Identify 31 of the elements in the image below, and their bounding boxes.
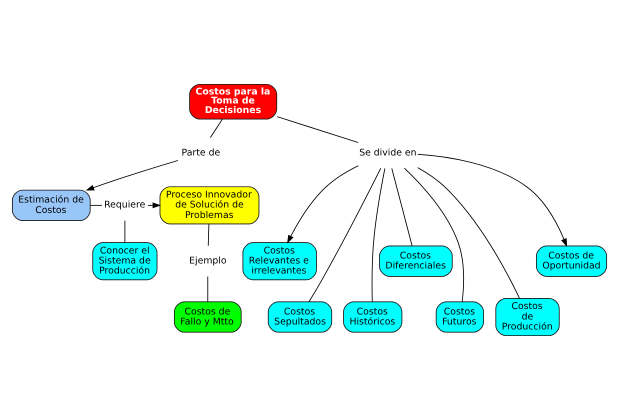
node-box: Conocer el Sistema de Producción bbox=[92, 242, 158, 280]
node-box: Costos Relevantes e irrelevantes bbox=[242, 242, 317, 280]
connector bbox=[276, 116, 359, 142]
node-box: Costos Futuros bbox=[436, 300, 484, 332]
node-text: Requiere bbox=[104, 199, 146, 210]
connector bbox=[404, 167, 464, 302]
connector bbox=[208, 223, 210, 246]
connector bbox=[124, 220, 126, 242]
connector bbox=[372, 168, 386, 302]
arrow bbox=[148, 202, 162, 208]
node-box: Costos Históricos bbox=[343, 300, 402, 332]
node-box: Costos Diferenciales bbox=[379, 245, 453, 276]
connector bbox=[308, 167, 382, 302]
connector bbox=[90, 204, 102, 206]
node-box: Costos Sepultados bbox=[268, 300, 332, 332]
node-box: Proceso Innovador de Solución de Problemas bbox=[160, 186, 260, 224]
node-text: Ejemplo bbox=[189, 255, 227, 266]
node-text: Se divide en bbox=[359, 146, 417, 158]
node-box: Costos de Oportunidad bbox=[536, 245, 608, 276]
node-box: Costos para la Toma de Decisiones bbox=[189, 83, 278, 119]
connector bbox=[391, 167, 413, 246]
connector bbox=[207, 276, 208, 302]
node-text: Parte de bbox=[182, 146, 220, 158]
connector bbox=[210, 118, 223, 138]
node-box: Costos de Producción bbox=[495, 297, 560, 336]
connector bbox=[417, 166, 520, 298]
arrow bbox=[287, 164, 359, 244]
arrow bbox=[86, 160, 178, 190]
node-box: Costos de Fallo y Mtto bbox=[174, 300, 242, 332]
node-box: Estimación de Costos bbox=[12, 189, 91, 220]
arrow bbox=[417, 153, 568, 246]
